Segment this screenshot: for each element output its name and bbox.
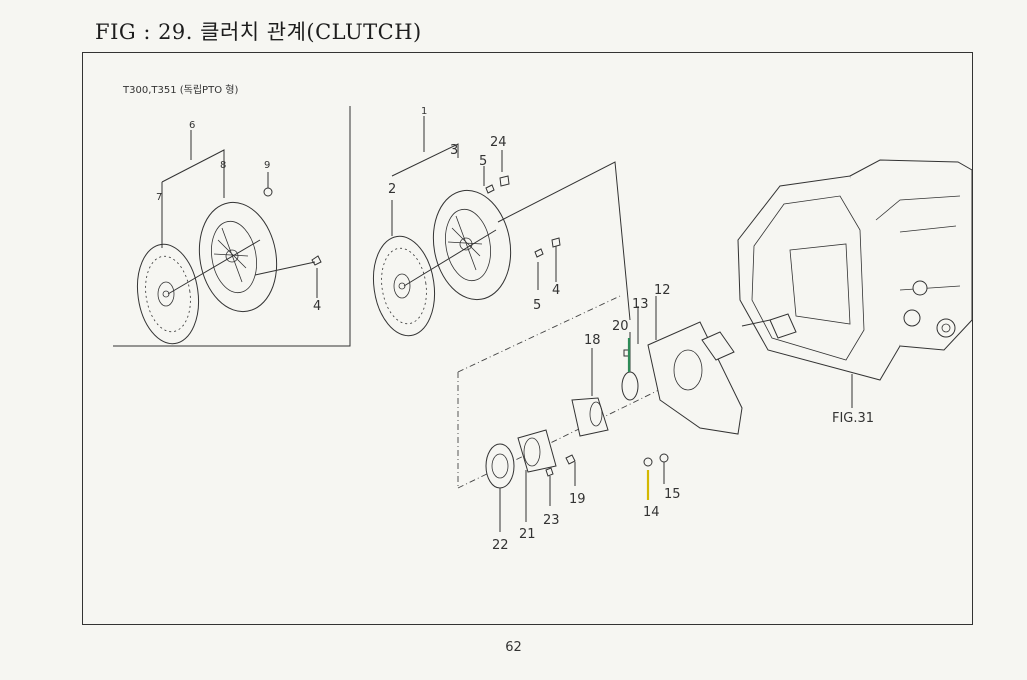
inset-variant-box: T300,T351 (독립PTO 형) 6 7 8 9 4 (113, 83, 351, 347)
callout-4: 4 (552, 283, 560, 298)
pin-23 (545, 467, 554, 477)
bolt-24 (499, 175, 510, 187)
release-bearing-22 (485, 443, 515, 489)
washer-14 (643, 457, 653, 467)
bolt-9-inset (263, 187, 273, 197)
bearing-retainer-cover (647, 321, 743, 435)
release-assembly: 18 20 13 12 14 15 19 23 21 22 (457, 283, 743, 553)
callout-13: 13 (632, 297, 649, 312)
bolt-5-lower (534, 248, 544, 258)
callout-12: 12 (654, 283, 671, 298)
callout-5-upper: 5 (479, 154, 487, 169)
inset-note: T300,T351 (독립PTO 형) (122, 83, 238, 96)
callout-15: 15 (664, 487, 681, 502)
callout-18: 18 (584, 333, 601, 348)
callout-4-inset: 4 (313, 299, 321, 314)
callout-6: 6 (189, 120, 195, 131)
release-sleeve-18 (571, 397, 609, 437)
callout-2: 2 (388, 182, 396, 197)
transmission-housing: FIG.31 (737, 159, 973, 426)
fig-31-reference: FIG.31 (832, 411, 874, 426)
main-clutch-assembly: 1 2 3 5 24 5 4 (372, 106, 631, 337)
bolt-5-upper (485, 184, 495, 194)
callout-19: 19 (569, 492, 586, 507)
callout-5-lower: 5 (533, 298, 541, 313)
callout-24: 24 (490, 135, 507, 150)
release-hub-21 (517, 429, 557, 473)
callout-1: 1 (421, 106, 427, 117)
figure-title: FIG : 29. 클러치 관계(CLUTCH) (95, 20, 422, 44)
clip-19 (565, 454, 576, 465)
bolt-4 (551, 237, 561, 248)
callout-23: 23 (543, 513, 560, 528)
callout-14: 14 (643, 505, 660, 520)
callout-22: 22 (492, 538, 509, 553)
bolt-4-inset (311, 255, 322, 266)
callout-7: 7 (156, 192, 162, 203)
diagram-frame (82, 52, 973, 625)
page-number: 62 (505, 640, 522, 655)
callout-3: 3 (450, 143, 458, 158)
bolt-15 (659, 453, 669, 463)
pressure-plate-inset (198, 201, 278, 313)
callout-8: 8 (220, 160, 226, 171)
callout-21: 21 (519, 527, 536, 542)
o-ring-20 (621, 371, 639, 401)
callout-9: 9 (264, 160, 270, 171)
callout-20: 20 (612, 319, 629, 334)
